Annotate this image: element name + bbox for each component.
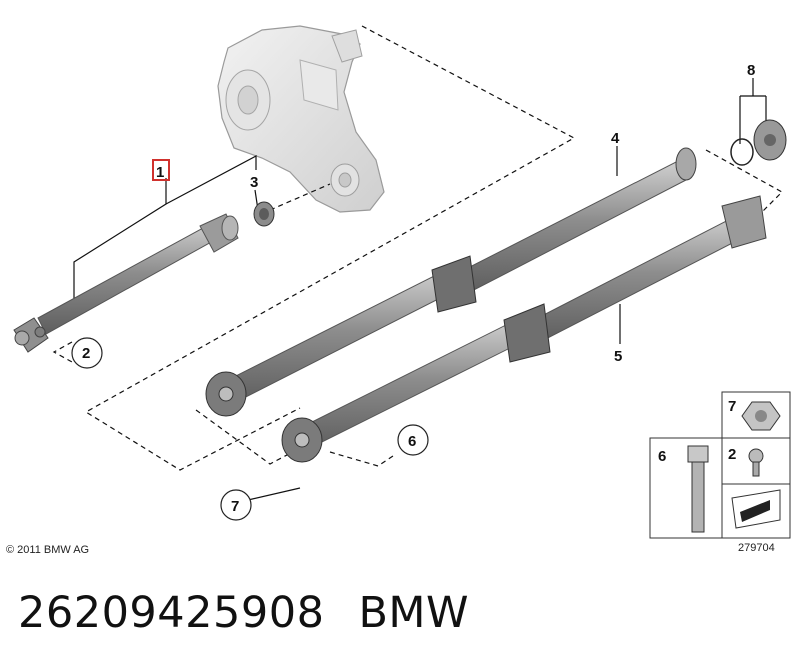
hex-nut-icon [741, 401, 781, 431]
callout-1[interactable]: 1 [156, 164, 164, 181]
callout-6[interactable]: 6 [408, 433, 416, 450]
part-number-caption: 26209425908 BMW [18, 588, 469, 638]
callout-2-circle [71, 337, 103, 369]
brand-name: BMW [358, 588, 470, 638]
callout-1-highlight-box [152, 159, 170, 181]
transfer-case-housing [217, 25, 385, 213]
legend-label-7: 7 [728, 398, 736, 415]
front-propeller-shaft[interactable] [13, 213, 239, 353]
callout-3[interactable]: 3 [250, 174, 258, 191]
legend-label-2: 2 [728, 446, 736, 463]
direction-arrow-icon [731, 489, 781, 529]
callout-8[interactable]: 8 [747, 62, 755, 79]
image-number: 279704 [738, 542, 775, 554]
callout-2[interactable]: 2 [82, 345, 90, 362]
assembly-dashed-lines [52, 25, 783, 471]
rear-propeller-shaft-4[interactable] [205, 147, 697, 417]
rear-propeller-shaft-5[interactable] [281, 195, 767, 463]
centering-sleeve[interactable] [253, 201, 275, 227]
callout-7-circle [220, 489, 252, 521]
callout-7[interactable]: 7 [231, 498, 239, 515]
callout-4[interactable]: 4 [611, 130, 620, 147]
callout-leader-lines [73, 78, 767, 501]
legend-label-6: 6 [658, 448, 666, 465]
callout-5[interactable]: 5 [614, 348, 622, 365]
small-screw-icon [748, 448, 764, 477]
hex-bolt-icon [687, 445, 709, 533]
callout-6-circle [397, 424, 429, 456]
copyright-notice: © 2011 BMW AG [6, 544, 89, 556]
part-number: 26209425908 [18, 588, 325, 638]
output-flange[interactable] [730, 119, 787, 166]
